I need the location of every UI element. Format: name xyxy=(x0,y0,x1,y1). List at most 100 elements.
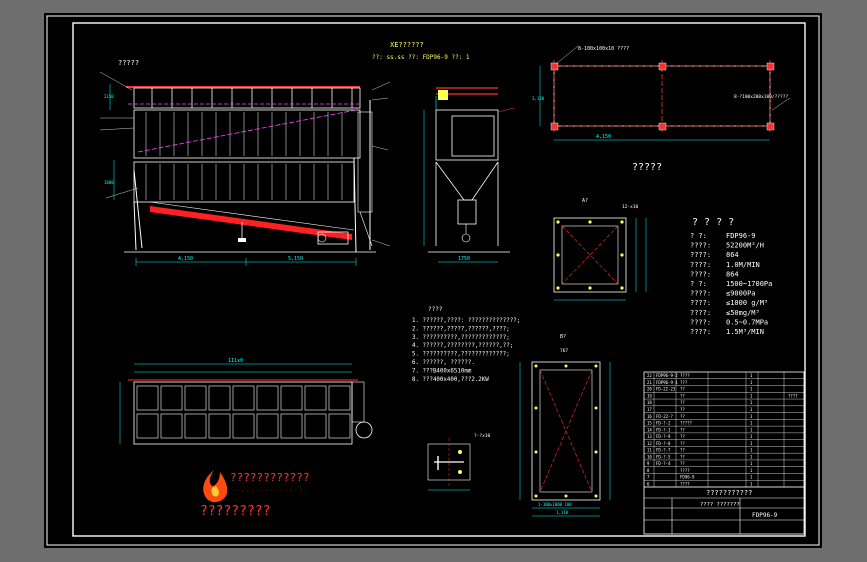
spec-value: ≤9000Pa xyxy=(726,290,756,298)
small-detail: ?-?x10 xyxy=(427,433,491,491)
flange-a-note: 12-x10 xyxy=(622,204,639,210)
bom-no: 21 xyxy=(647,380,652,385)
notes-block: ???? 1. ??????,????: ??????????????;2. ?… xyxy=(412,306,520,383)
bom-no: 11 xyxy=(647,448,652,453)
flange-b-top: 767 xyxy=(560,348,568,354)
bom-qty: 1 xyxy=(750,421,753,426)
label-top-left: ????? xyxy=(118,59,139,67)
bom-code: FD-?-9 xyxy=(656,434,671,439)
spec-key: ????: xyxy=(690,309,711,317)
bom-name: ?? xyxy=(680,414,685,419)
flange-b-bottom: 1-100x1000 100 xyxy=(538,502,572,507)
side-elevation: 1750 xyxy=(423,87,515,263)
bom-no: 8 xyxy=(647,468,650,473)
bag-cell xyxy=(184,413,207,439)
small-note: ?-?x10 xyxy=(474,433,491,439)
bom-no: 16 xyxy=(647,414,652,419)
plan-dim-h: 3,150 xyxy=(532,96,545,101)
bom-code: FD-?-5 xyxy=(656,454,671,459)
bom-name: ??? xyxy=(680,380,688,385)
bag-cell xyxy=(280,385,303,411)
spec-value: 52200M³/H xyxy=(726,242,764,250)
bag-cell xyxy=(160,413,183,439)
spec-key: ????: xyxy=(690,270,711,278)
spec-value: FDP96-9 xyxy=(726,232,756,240)
spec-value: 1.0M/MIN xyxy=(726,261,760,269)
bom-name: ?? xyxy=(680,393,685,398)
dim-side-h1: 2150 xyxy=(104,94,114,99)
bom-qty: 1 xyxy=(750,481,753,486)
flange-b: B? 767 1-100x1000 100 1,110 xyxy=(519,334,611,517)
bom-no: 15 xyxy=(647,421,652,426)
bom-name: ?? xyxy=(680,461,685,466)
bom-qty: 1 xyxy=(750,461,753,466)
spec-value: 864 xyxy=(726,270,739,278)
plan-title: ????? xyxy=(632,162,662,173)
spec-value: 1500~1700Pa xyxy=(726,280,772,288)
bom-no: 7 xyxy=(647,475,650,480)
title-block-name: ??????????? xyxy=(706,489,752,497)
drawing-subtitle: ??: ss.ss ??: FDP96-9 ??: 1 xyxy=(372,54,470,61)
spec-key: ????: xyxy=(690,261,711,269)
company-name: ???????????? xyxy=(230,471,309,484)
bom-qty: 1 xyxy=(750,468,753,473)
title-block-drawing-no: FDP96-9 xyxy=(752,512,778,519)
plan-top-note: 8-100x100x10 ???? xyxy=(578,46,629,52)
bom-no: 9 xyxy=(647,461,650,466)
bom-code: FD-?-2 xyxy=(656,421,671,426)
bom-no: 22 xyxy=(647,373,652,378)
bom-code: FDP96-9-2 xyxy=(656,373,678,378)
inner-border xyxy=(72,22,806,537)
plan-view: 8-100x100x10 ???? 8-?100x200x100/????? 4… xyxy=(532,45,791,173)
note-item: 7. ???B400x6510mm xyxy=(412,368,472,374)
spec-key: ????: xyxy=(690,328,711,336)
dim-side-w: 1750 xyxy=(458,256,470,262)
spec-key: ????: xyxy=(690,251,711,259)
company-sub: · · · · · · · · · · · · · · · · xyxy=(232,488,307,493)
spec-key: ? ?: xyxy=(690,280,707,288)
sheet-background xyxy=(44,13,822,548)
bom-code: FD-?-4 xyxy=(656,461,671,466)
dim-side-h2: 1800 xyxy=(104,180,114,185)
bom-qty: 1 xyxy=(750,427,753,432)
bom-name: ?? xyxy=(680,427,685,432)
outer-border xyxy=(46,15,820,546)
bom-name: ?? xyxy=(680,441,685,446)
bom-no: 18 xyxy=(647,400,652,405)
bom-qty: 1 xyxy=(750,400,753,405)
bom-name: ?? xyxy=(680,454,685,459)
bag-cell xyxy=(232,413,255,439)
bag-cell xyxy=(256,385,279,411)
bom-mat: ???? xyxy=(788,393,798,398)
bom-qty: 1 xyxy=(750,454,753,459)
note-item: 8. ???400x400,???2.2KW xyxy=(412,377,489,383)
note-item: 5. ??????????,?????????????; xyxy=(412,352,510,358)
bom-name: ?? xyxy=(680,448,685,453)
bag-cell xyxy=(256,413,279,439)
bom-name: ?? xyxy=(680,387,685,392)
flame-icon xyxy=(203,470,228,503)
spec-key: ? ?: xyxy=(690,232,707,240)
spec-key: ????: xyxy=(690,242,711,250)
company-watermark: ????????? xyxy=(200,504,270,519)
bom-code: FDP96-9-1 xyxy=(656,380,678,385)
bag-cell xyxy=(232,385,255,411)
bag-cell xyxy=(136,385,159,411)
flame-inner-icon xyxy=(211,486,219,497)
bom-qty: 1 xyxy=(750,393,753,398)
bom-qty: 1 xyxy=(750,441,753,446)
note-item: 4. ??????,????????,??????,??; xyxy=(412,343,513,349)
spec-key: ????: xyxy=(690,318,711,326)
dim-main-a: 4,150 xyxy=(178,256,193,262)
bom-no: 12 xyxy=(647,441,652,446)
bag-cell xyxy=(136,413,159,439)
spec-key: ????: xyxy=(690,299,711,307)
bom-name: ?? xyxy=(680,434,685,439)
bom-no: 14 xyxy=(647,427,652,432)
bag-cell xyxy=(304,413,327,439)
drawing-title: XE?????? xyxy=(390,41,424,49)
bom-qty: 1 xyxy=(750,414,753,419)
bag-cell xyxy=(160,385,183,411)
